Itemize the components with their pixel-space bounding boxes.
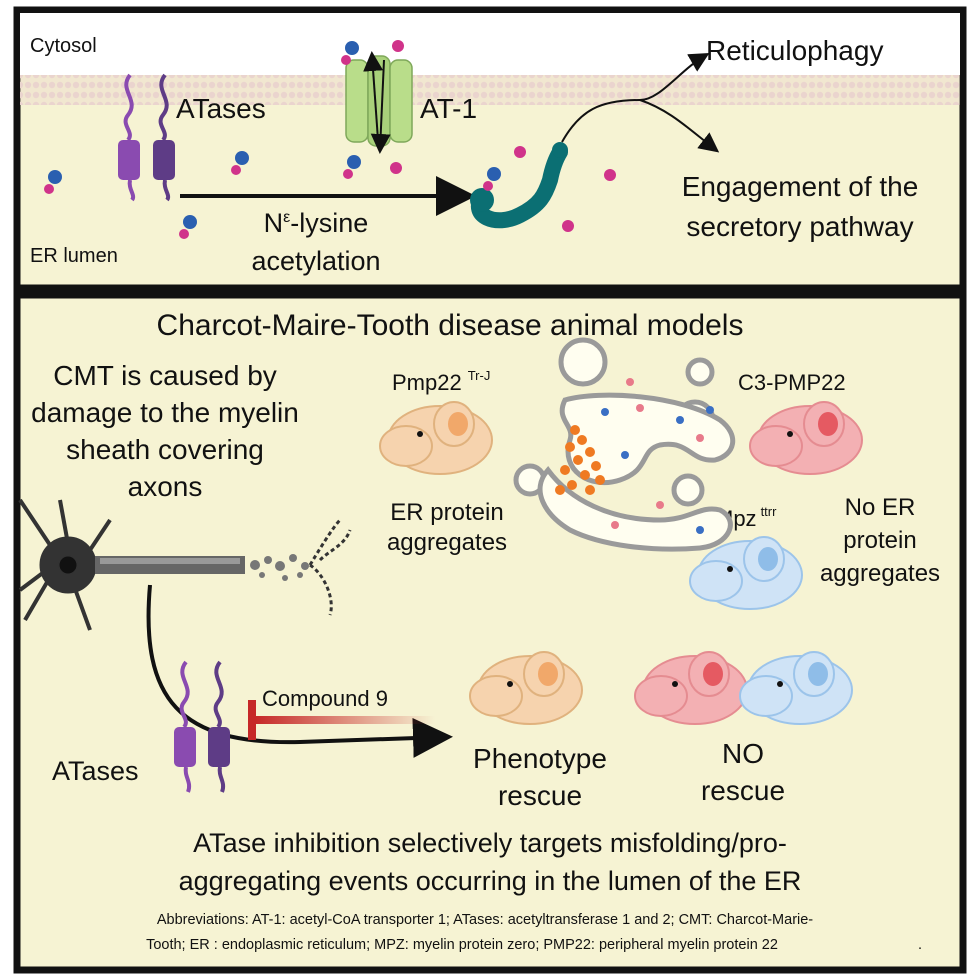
- abbreviations-line2: Tooth; ER : endoplasmic reticulum; MPZ: …: [146, 937, 778, 953]
- compound-9-inhibitor: [248, 700, 435, 740]
- at1-label: AT-1: [420, 93, 477, 124]
- er-organelle: [513, 337, 736, 552]
- reticulophagy-label: Reticulophagy: [706, 35, 883, 66]
- er-lumen-label: ER lumen: [30, 245, 118, 267]
- engagement-line2: secretory pathway: [686, 211, 913, 242]
- bottom-panel: Charcot-Maire-Tooth disease animal model…: [13, 291, 967, 974]
- mouse-not-rescued-red: [634, 651, 748, 725]
- mouse-not-rescued-blue: [739, 651, 853, 725]
- at1-transporter: [345, 51, 413, 154]
- mouse-pmp22: [379, 401, 493, 475]
- mouse-c3: [749, 401, 863, 475]
- no-rescue-line1: NO: [722, 738, 764, 769]
- cmt-line-2: damage to the myelin: [31, 397, 299, 428]
- bottom-title: Charcot-Maire-Tooth disease animal model…: [157, 309, 744, 342]
- orange-aggregates: [555, 425, 605, 495]
- acetylated-protein: [470, 142, 568, 229]
- er-membrane: [20, 75, 960, 105]
- c3-pmp22-label: C3-PMP22: [738, 370, 846, 395]
- er-aggregates-line2: aggregates: [387, 529, 507, 556]
- no-rescue-line2: rescue: [701, 775, 785, 806]
- neuron-illustration: [18, 498, 352, 631]
- cytosol-label: Cytosol: [30, 35, 97, 57]
- compound-9-label: Compound 9: [262, 686, 388, 711]
- atases-bottom-label: ATases: [52, 756, 139, 786]
- acetylation-line1: Nε-lysine: [264, 208, 369, 238]
- engagement-line1: Engagement of the: [682, 171, 919, 202]
- phenotype-line2: rescue: [498, 780, 582, 811]
- atase-proteins-top: [118, 73, 175, 202]
- acetylation-line2: acetylation: [251, 246, 380, 276]
- no-er-line3: aggregates: [820, 560, 940, 587]
- phenotype-line1: Phenotype: [473, 743, 607, 774]
- mouse-rescued: [469, 651, 583, 725]
- mouse-mpz: [689, 536, 803, 610]
- atases-top-label: ATases: [176, 93, 266, 124]
- summary-line1: ATase inhibition selectively targets mis…: [193, 828, 787, 858]
- abbreviations-period: .: [918, 937, 922, 953]
- no-er-line2: protein: [843, 527, 916, 554]
- top-panel: Cytosol ER lumen ATases AT-1: [13, 6, 967, 292]
- er-aggregates-line1: ER protein: [390, 499, 503, 526]
- atase-pathway-arrow: [146, 584, 453, 758]
- cmt-line-1: CMT is caused by: [53, 360, 277, 391]
- abbreviations-line1: Abbreviations: AT-1: acetyl-CoA transpor…: [157, 912, 813, 928]
- secretory-arrow: [639, 99, 720, 153]
- atase-proteins-bottom: [174, 660, 230, 793]
- summary-line2: aggregating events occurring in the lume…: [179, 866, 802, 896]
- cytosol-region: [20, 13, 960, 75]
- er-membrane-shade: [20, 75, 960, 105]
- cmt-line-3: sheath covering: [66, 434, 264, 465]
- acetyl-molecules: [44, 40, 616, 239]
- cmt-line-4: axons: [128, 471, 203, 502]
- no-er-line1: No ER: [845, 494, 916, 521]
